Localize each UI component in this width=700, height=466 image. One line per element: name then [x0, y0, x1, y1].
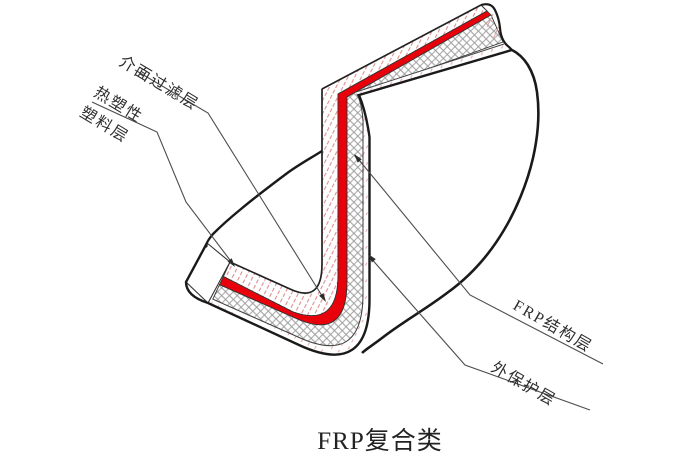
leader-outer-protective	[368, 255, 591, 411]
break-lines	[205, 48, 540, 354]
leader-interface-filter	[134, 69, 325, 300]
arrow-thermoplastic	[227, 258, 235, 267]
diagram-caption: FRP复合类	[317, 428, 443, 455]
arrow-interface-filter	[319, 293, 326, 302]
right-break-curve	[361, 48, 540, 354]
arrow-outer-protective	[368, 254, 376, 263]
leader-frp-structural	[354, 154, 604, 365]
section-outlines	[184, 3, 513, 356]
arrow-frp-structural	[354, 154, 362, 163]
leader-arrowheads	[227, 154, 376, 302]
leader-thermoplastic	[91, 101, 234, 265]
left-break-curve	[205, 149, 323, 248]
leader-lines	[91, 69, 604, 411]
layer-outer-protective	[208, 13, 512, 355]
